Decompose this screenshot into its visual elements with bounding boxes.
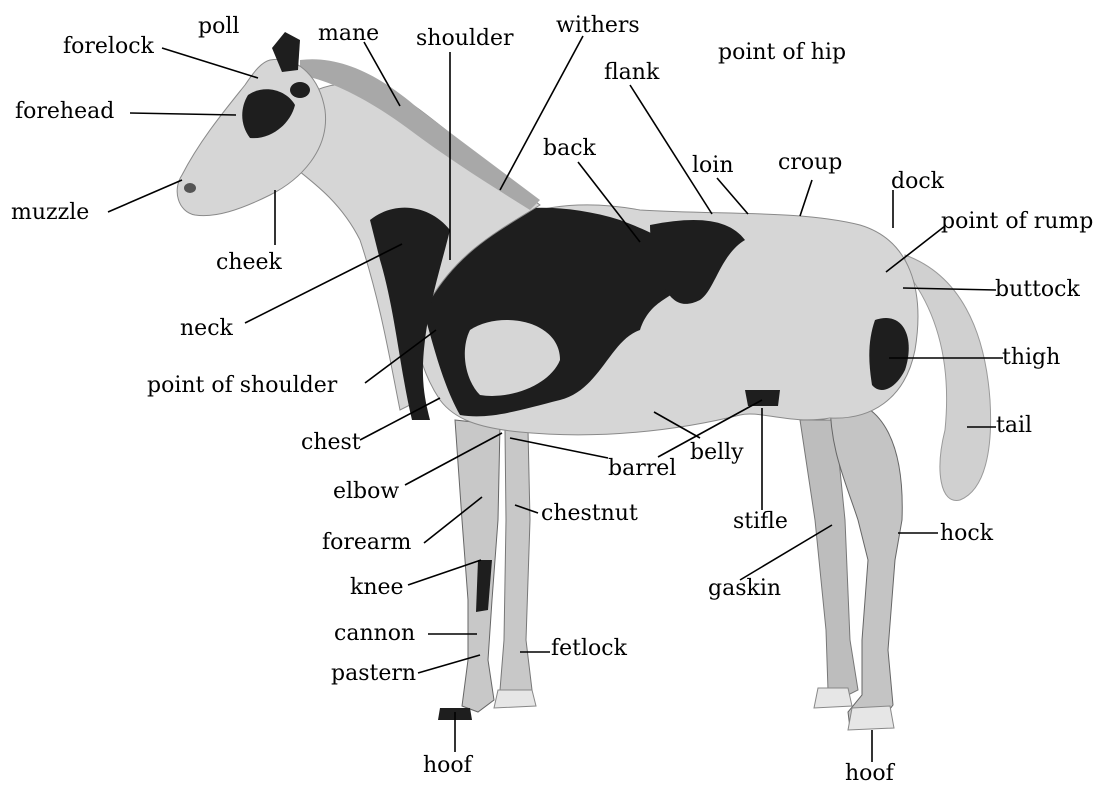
label-belly: belly bbox=[690, 442, 744, 464]
label-knee: knee bbox=[350, 577, 404, 599]
label-fetlock: fetlock bbox=[551, 638, 627, 660]
horse-tail bbox=[905, 255, 991, 500]
leader-loin bbox=[717, 178, 748, 214]
label-croup: croup bbox=[778, 152, 842, 174]
horse-hind-hoof-near bbox=[848, 706, 894, 730]
label-hoof-back: hoof bbox=[845, 763, 894, 785]
horse-nostril bbox=[184, 183, 196, 193]
label-tail: tail bbox=[996, 415, 1032, 437]
label-chest: chest bbox=[301, 432, 361, 454]
label-buttock: buttock bbox=[995, 279, 1080, 301]
label-chestnut: chestnut bbox=[541, 503, 638, 525]
label-dock: dock bbox=[891, 171, 944, 193]
label-thigh: thigh bbox=[1002, 347, 1060, 369]
label-barrel: barrel bbox=[608, 458, 676, 480]
leader-withers bbox=[500, 36, 583, 190]
label-back: back bbox=[543, 138, 596, 160]
label-loin: loin bbox=[692, 155, 734, 177]
label-gaskin: gaskin bbox=[708, 578, 781, 600]
leader-forelock bbox=[162, 48, 258, 78]
leader-buttock bbox=[903, 288, 996, 290]
label-mane: mane bbox=[318, 23, 379, 45]
leader-forehead bbox=[130, 113, 236, 115]
label-hoof-front: hoof bbox=[423, 755, 472, 777]
label-hock: hock bbox=[940, 523, 993, 545]
horse-stifle-dark bbox=[745, 390, 780, 406]
label-point-of-hip: point of hip bbox=[718, 42, 846, 64]
label-cannon: cannon bbox=[334, 623, 415, 645]
label-forearm: forearm bbox=[322, 532, 411, 554]
leader-croup bbox=[800, 180, 812, 216]
horse-eye bbox=[290, 82, 310, 98]
label-shoulder: shoulder bbox=[416, 28, 514, 50]
label-poll: poll bbox=[198, 16, 239, 38]
horse-hind-hoof-far bbox=[814, 688, 852, 708]
horse-fore-hoof-far bbox=[494, 690, 536, 708]
horse-fore-leg-far bbox=[500, 430, 532, 700]
label-withers: withers bbox=[556, 15, 640, 37]
label-point-of-rump: point of rump bbox=[941, 211, 1093, 233]
label-pastern: pastern bbox=[331, 663, 416, 685]
leader-muzzle bbox=[108, 180, 182, 212]
label-flank: flank bbox=[604, 62, 659, 84]
leader-flank bbox=[630, 85, 712, 214]
label-cheek: cheek bbox=[216, 252, 282, 274]
label-stifle: stifle bbox=[733, 511, 788, 533]
label-muzzle: muzzle bbox=[11, 202, 89, 224]
label-neck: neck bbox=[180, 318, 233, 340]
label-forelock: forelock bbox=[63, 36, 154, 58]
label-point-of-shoulder: point of shoulder bbox=[147, 375, 337, 397]
label-forehead: forehead bbox=[15, 101, 114, 123]
label-elbow: elbow bbox=[333, 481, 399, 503]
